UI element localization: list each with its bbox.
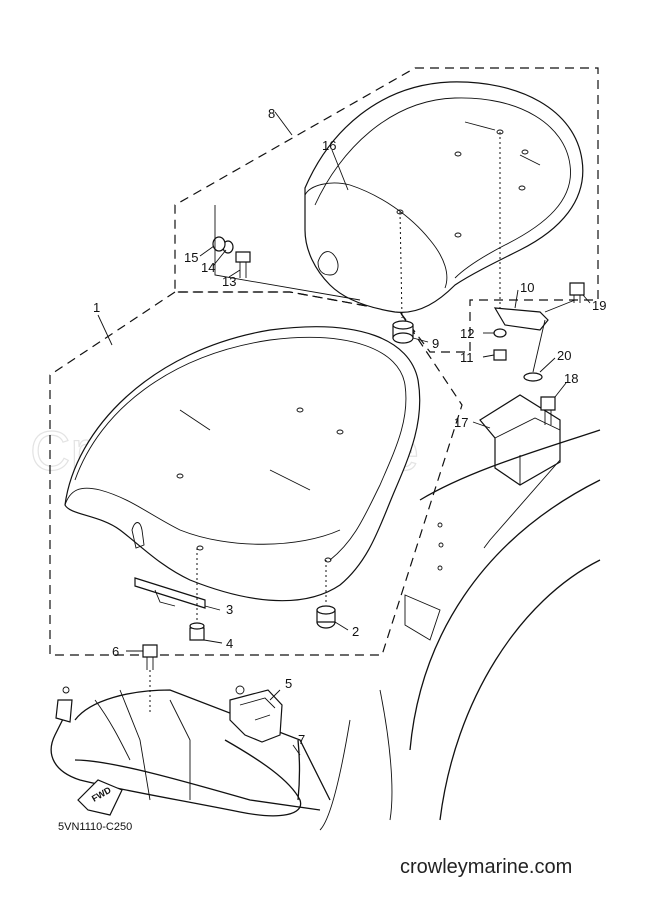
callout-4: 4 xyxy=(226,636,233,651)
drawing-code: 5VN1110-C250 xyxy=(58,821,132,833)
callout-10: 10 xyxy=(520,280,534,295)
rear-seat-fitting-line xyxy=(214,205,361,301)
callout-6: 6 xyxy=(112,644,119,659)
callout-3: 3 xyxy=(226,602,233,617)
bolt-6 xyxy=(142,644,158,670)
bolt-13 xyxy=(235,251,251,278)
cable-end-fitting xyxy=(55,686,73,723)
seat-lock-cable-end xyxy=(297,739,301,801)
plate-10 xyxy=(493,307,549,331)
callout-11: 11 xyxy=(460,350,474,365)
callout-8: 8 xyxy=(268,106,275,121)
rear-seat xyxy=(304,81,584,313)
bolt-19-fitting-line xyxy=(532,299,576,373)
callout-7: 7 xyxy=(298,732,305,747)
callout-numbers: 1 2 3 4 5 6 7 8 9 10 11 12 13 14 15 16 1… xyxy=(93,106,606,747)
callout-13: 13 xyxy=(222,274,236,289)
front-seat-group-outline xyxy=(49,291,463,656)
callout-leaders xyxy=(97,111,591,756)
fwd-arrow: FWD xyxy=(77,779,123,816)
washer-15 xyxy=(212,236,226,252)
callout-9: 9 xyxy=(432,336,439,351)
damper-rubber-rear xyxy=(392,320,414,344)
bracket-fitting-line xyxy=(483,459,561,549)
callout-15: 15 xyxy=(184,250,198,265)
seat-lock-cable-7 xyxy=(50,714,302,817)
bolt-11 xyxy=(493,349,507,361)
bracket-17 xyxy=(479,394,561,486)
callout-19: 19 xyxy=(592,298,606,313)
callout-1: 1 xyxy=(93,300,100,315)
callout-14: 14 xyxy=(201,260,215,275)
frame-outline xyxy=(319,429,601,831)
callout-2: 2 xyxy=(352,624,359,639)
rear-seat-group-outline xyxy=(174,67,599,353)
washer-20 xyxy=(523,372,543,382)
front-seat xyxy=(64,326,421,602)
callout-5: 5 xyxy=(285,676,292,691)
front-seat-bracket xyxy=(134,577,206,609)
bolt-4 xyxy=(189,622,205,641)
lower-frame xyxy=(74,689,331,811)
seat-lock-5 xyxy=(229,685,283,743)
damper-rubber-front xyxy=(316,605,336,629)
bolt-18 xyxy=(540,396,556,425)
bolt-19 xyxy=(569,282,585,303)
callout-20: 20 xyxy=(557,348,571,363)
callout-12: 12 xyxy=(460,326,474,341)
washer-12 xyxy=(493,328,507,338)
callout-18: 18 xyxy=(564,371,578,386)
callout-17: 17 xyxy=(454,415,468,430)
callout-16: 16 xyxy=(322,138,336,153)
site-url: crowleymarine.com xyxy=(400,856,573,878)
